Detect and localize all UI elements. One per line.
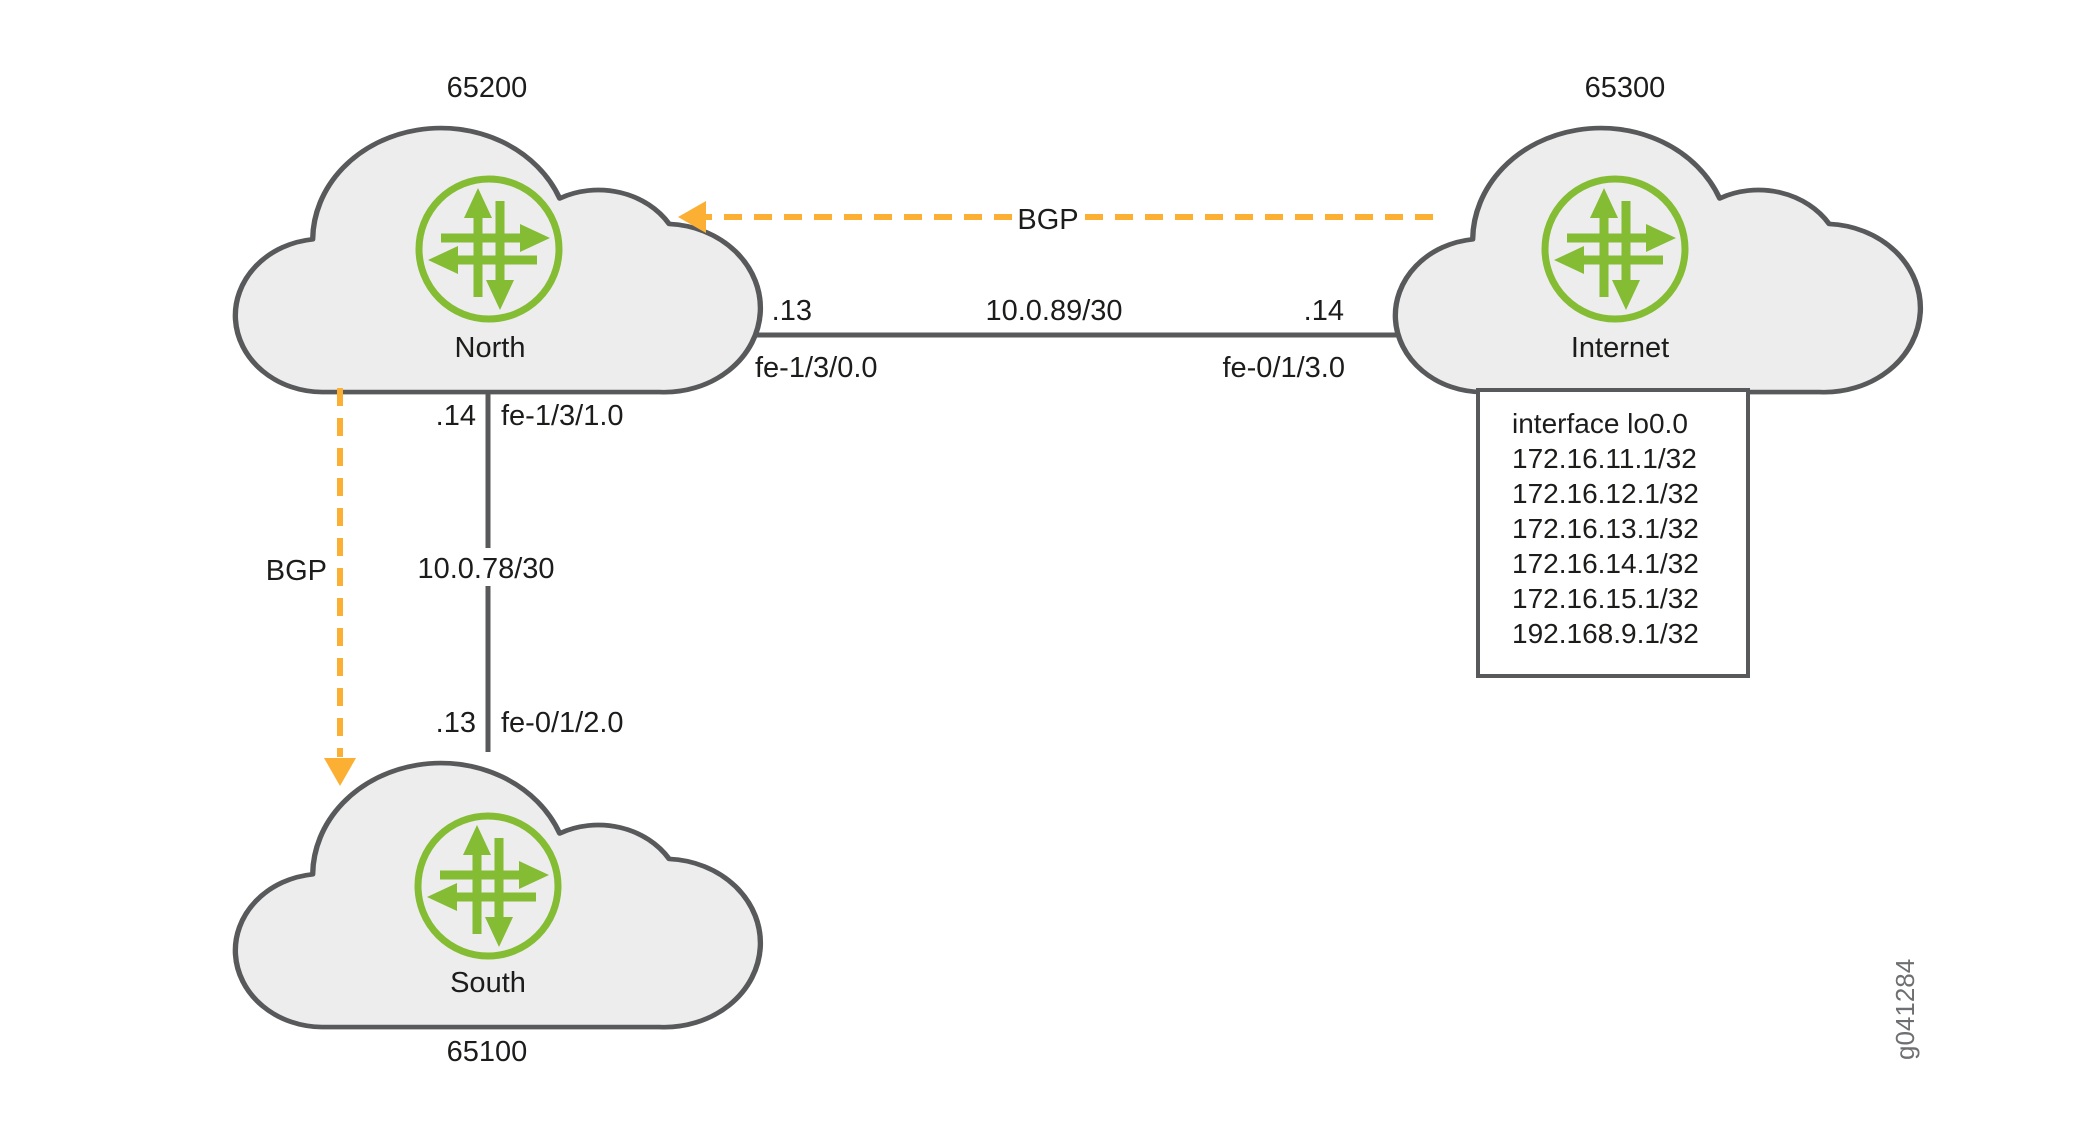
link-ni-right-ip: .14	[1304, 295, 1344, 327]
figure-code: g041284	[1890, 959, 1920, 1060]
as-number-south: 65100	[447, 1036, 528, 1068]
loopback-line: 192.168.9.1/32	[1512, 618, 1699, 649]
as-number-north: 65200	[447, 72, 528, 104]
bgp-label-vertical: BGP	[266, 555, 327, 587]
loopback-line: 172.16.11.1/32	[1512, 443, 1697, 474]
link-ns-bottom-interface: fe-0/1/2.0	[501, 707, 624, 739]
bgp-arrowhead-left-icon	[678, 201, 706, 233]
loopback-box: interface lo0.0 172.16.11.1/32 172.16.12…	[1476, 388, 1750, 678]
loopback-line: 172.16.13.1/32	[1512, 513, 1699, 544]
bgp-arrowhead-down-icon	[324, 758, 356, 786]
link-ni-left-interface: fe-1/3/0.0	[755, 352, 878, 384]
node-label-north: North	[455, 332, 526, 364]
loopback-line: interface lo0.0	[1512, 408, 1688, 439]
loopback-line: 172.16.12.1/32	[1512, 478, 1699, 509]
node-label-south: South	[450, 967, 526, 999]
bgp-label-horizontal: BGP	[1017, 204, 1078, 236]
bgp-arrow-internet-to-north	[678, 201, 1433, 233]
node-label-internet: Internet	[1571, 332, 1669, 364]
link-ns-subnet: 10.0.78/30	[417, 553, 554, 585]
link-ni-subnet: 10.0.89/30	[985, 295, 1122, 327]
link-ni-right-interface: fe-0/1/3.0	[1222, 352, 1345, 384]
as-number-internet: 65300	[1585, 72, 1666, 104]
loopback-line: 172.16.14.1/32	[1512, 548, 1699, 579]
loopback-line: 172.16.15.1/32	[1512, 583, 1699, 614]
bgp-arrow-north-to-south	[324, 388, 356, 786]
loopback-box-frame	[1476, 388, 1750, 678]
link-ns-bottom-ip: .13	[436, 707, 476, 739]
link-ni-left-ip: .13	[772, 295, 812, 327]
link-ns-top-interface: fe-1/3/1.0	[501, 400, 624, 432]
link-ns-top-ip: .14	[436, 400, 476, 432]
